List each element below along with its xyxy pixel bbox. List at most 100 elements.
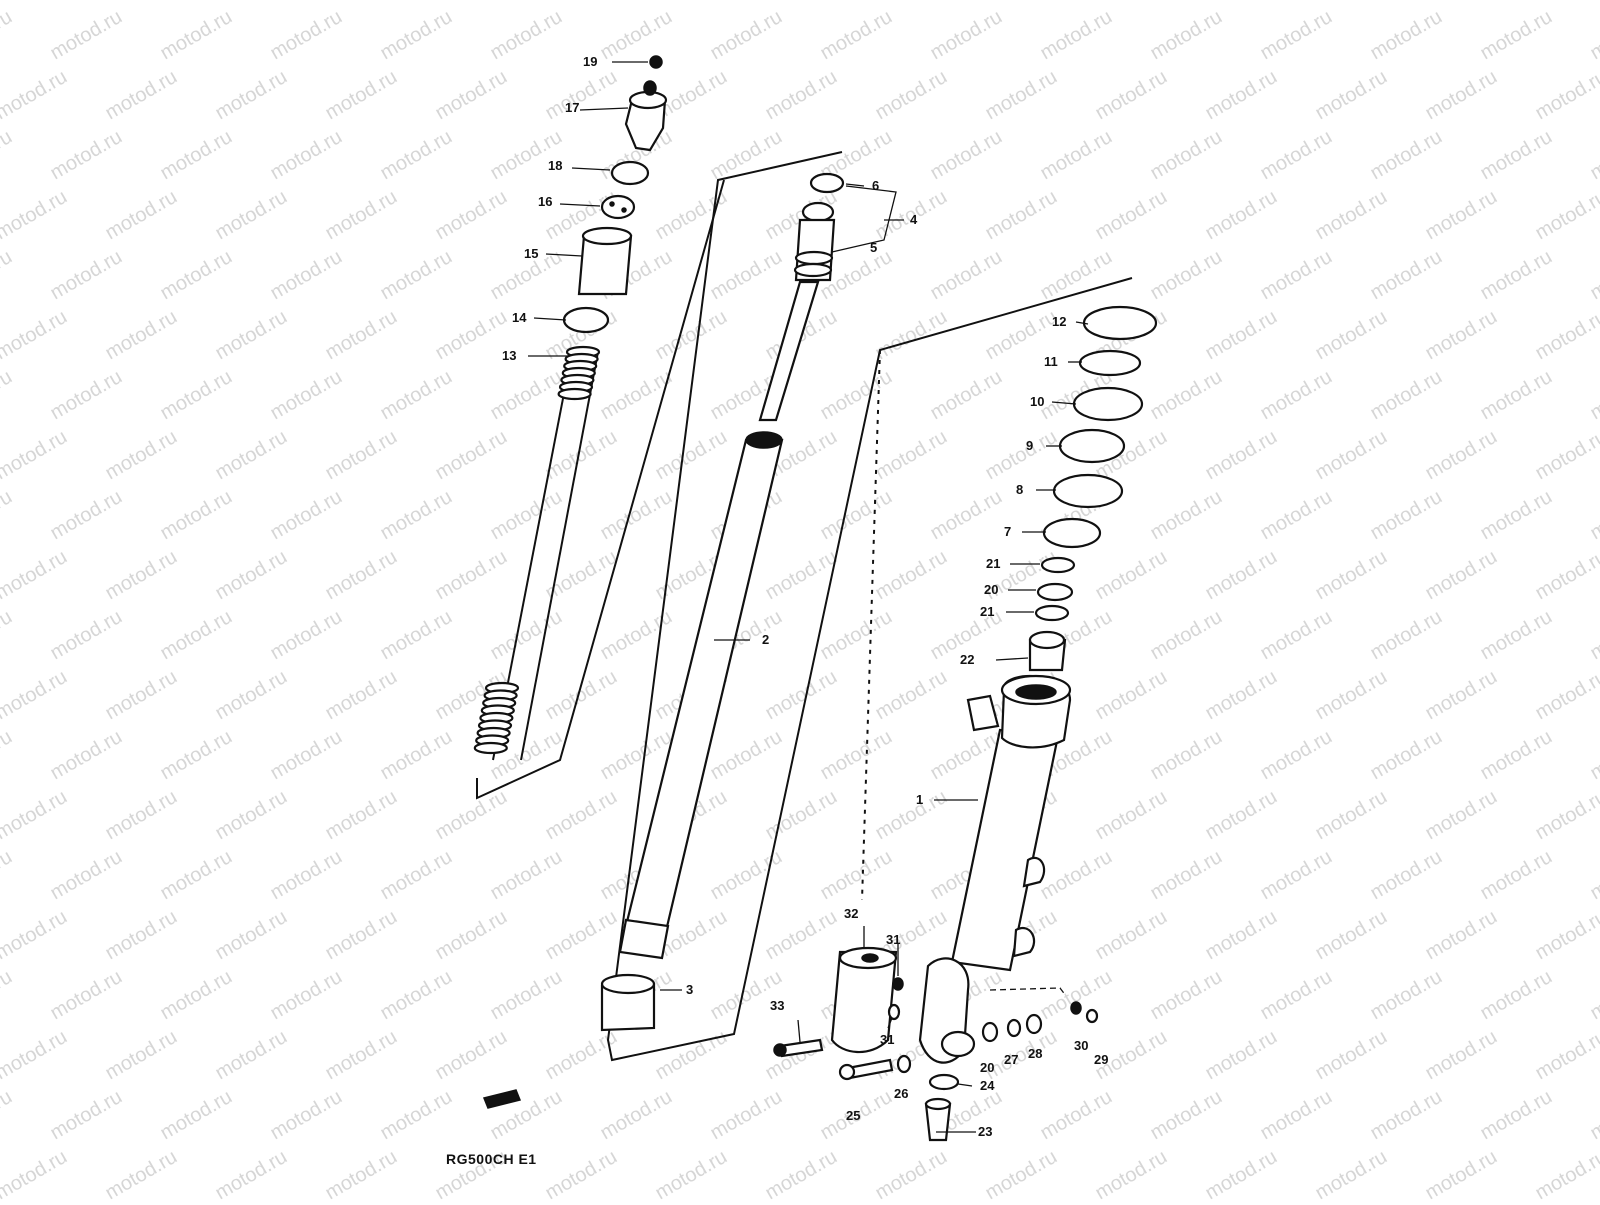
watermark-text: motod.ru [1037,1086,1116,1145]
watermark-text: motod.ru [1477,846,1556,905]
watermark-text: motod.ru [1587,1086,1600,1145]
watermark-text: motod.ru [102,546,181,605]
watermark-text: motod.ru [1147,366,1226,425]
watermark-text: motod.ru [157,966,236,1025]
watermark-text: motod.ru [377,726,456,785]
watermark-text: motod.ru [762,66,841,125]
watermark-text: motod.ru [102,306,181,365]
callout-label: 32 [844,906,858,921]
watermark-text: motod.ru [1312,306,1391,365]
callout-label: 13 [502,348,516,363]
watermark-text: motod.ru [762,1146,841,1200]
part-7-bushing [1044,519,1100,547]
watermark-text: motod.ru [212,186,291,245]
watermark-text: motod.ru [927,246,1006,305]
watermark-text: motod.ru [267,606,346,665]
watermark-text: motod.ru [1367,6,1446,65]
watermark-text: motod.ru [0,1026,71,1085]
watermark-text: motod.ru [762,906,841,965]
watermark-text: motod.ru [1312,186,1391,245]
watermark-text: motod.ru [1532,426,1600,485]
part-31-nut [893,978,903,990]
callout-label: 9 [1026,438,1033,453]
watermark-text: motod.ru [0,126,16,185]
watermark-text: motod.ru [0,1086,16,1145]
callout-label: 5 [870,240,877,255]
watermark-text: motod.ru [377,486,456,545]
watermark-text: motod.ru [1532,546,1600,605]
watermark-text: motod.ru [47,246,126,305]
part-14-spring-seat [564,308,608,332]
watermark-text: motod.ru [267,846,346,905]
callout-label: 30 [1074,1038,1088,1053]
callout-label: 11 [1044,354,1058,369]
watermark-text: motod.ru [1367,966,1446,1025]
watermark-text: motod.ru [1202,66,1281,125]
callout-label: 33 [770,998,784,1013]
part-31-washer [889,1005,899,1019]
watermark-text: motod.ru [1147,1086,1226,1145]
watermark-text: motod.ru [102,0,181,4]
watermark-text: motod.ru [267,6,346,65]
part-8-guide-bushing [1054,475,1122,507]
watermark-text: motod.ru [1092,906,1171,965]
watermark-text: motod.ru [487,966,566,1025]
watermark-text: motod.ru [1202,306,1281,365]
part-21-washer-b [1036,606,1068,620]
watermark-text: motod.ru [432,426,511,485]
watermark-text: motod.ru [1532,0,1600,4]
part-24-washer [930,1075,958,1089]
watermark-text: motod.ru [982,1146,1061,1200]
watermark-text: motod.ru [157,1086,236,1145]
front-arrow-icon [484,1090,520,1108]
watermark-text: motod.ru [1202,426,1281,485]
watermark-text: motod.ru [322,906,401,965]
watermark-text: motod.ru [927,486,1006,545]
part-20-gasket [1038,584,1072,600]
watermark-text: motod.ru [1092,66,1171,125]
watermark-text: motod.ru [1367,246,1446,305]
watermark-text: motod.ru [267,486,346,545]
watermark-text: motod.ru [762,546,841,605]
watermark-text: motod.ru [157,6,236,65]
callout-label: 31 [880,1032,894,1047]
watermark-text: motod.ru [0,6,16,65]
watermark-text: motod.ru [377,966,456,1025]
watermark-text: motod.ru [0,66,71,125]
watermark-text: motod.ru [432,306,511,365]
watermark-text: motod.ru [1422,786,1501,845]
watermark-text: motod.ru [1422,546,1501,605]
watermark-text: motod.ru [1257,726,1336,785]
watermark-text: motod.ru [1037,966,1116,1025]
part-18-o-ring [612,162,648,184]
watermark-text: motod.ru [817,846,896,905]
watermark-text: motod.ru [1422,666,1501,725]
watermark-text: motod.ru [157,246,236,305]
watermark-text: motod.ru [982,426,1061,485]
watermark-text: motod.ru [1477,486,1556,545]
watermark-text: motod.ru [0,726,16,785]
part-26-washer [898,1056,910,1072]
callout-label: 2 [762,632,769,647]
watermark-text: motod.ru [47,126,126,185]
part-6-ring [811,174,843,192]
watermark-text: motod.ru [212,306,291,365]
watermark-text: motod.ru [1367,726,1446,785]
watermark-text: motod.ru [1532,186,1600,245]
watermark-text: motod.ru [1367,366,1446,425]
watermark-text: motod.ru [1147,6,1226,65]
watermark-text: motod.ru [817,606,896,665]
watermark-text: motod.ru [102,1026,181,1085]
watermark-text: motod.ru [1422,0,1501,4]
part-10-oil-seal [1074,388,1142,420]
watermark-text: motod.ru [0,366,16,425]
watermark-text: motod.ru [212,1146,291,1200]
watermark-text: motod.ru [707,126,786,185]
watermark-text: motod.ru [0,186,71,245]
watermark-text: motod.ru [762,786,841,845]
watermark-text: motod.ru [432,906,511,965]
watermark-text: motod.ru [102,66,181,125]
watermark-text: motod.ru [1092,546,1171,605]
watermark-text: motod.ru [1312,0,1391,4]
watermark-text: motod.ru [1422,906,1501,965]
